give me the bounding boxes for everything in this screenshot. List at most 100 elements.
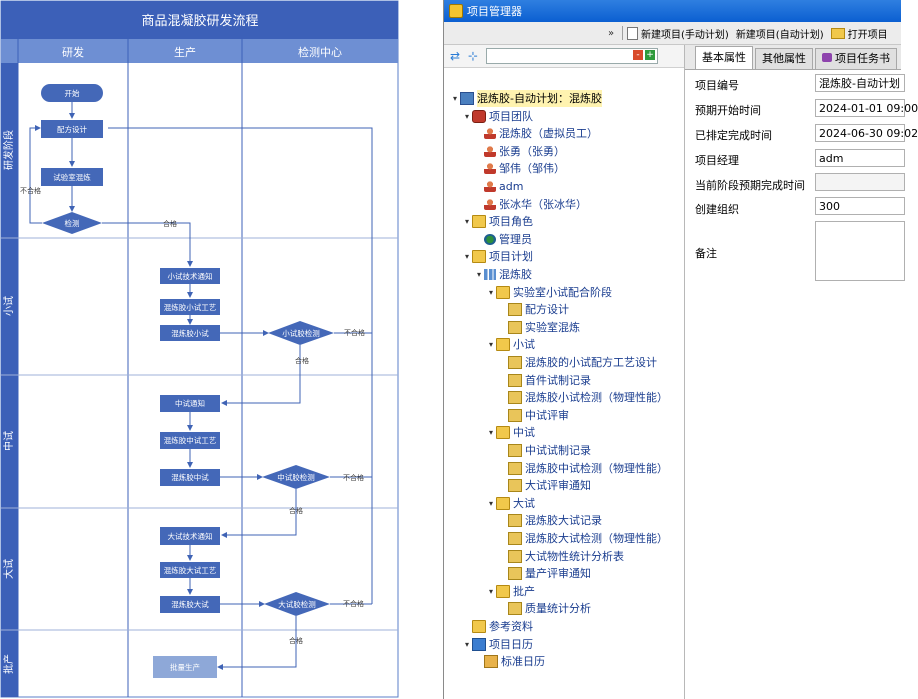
mid-trial-node-label: 混炼胶中试 bbox=[171, 472, 209, 482]
person-icon bbox=[484, 128, 496, 140]
tree-node[interactable]: 实验室混炼 bbox=[498, 319, 580, 336]
tree-node[interactable]: 大试评审通知 bbox=[498, 477, 591, 494]
charter-icon bbox=[822, 53, 832, 62]
tree-node-label: 混炼胶大试记录 bbox=[525, 514, 602, 528]
tree-node[interactable]: 混炼胶的小试配方工艺设计 bbox=[498, 354, 657, 371]
tree-node[interactable]: 配方设计 bbox=[498, 301, 569, 318]
mass-production-node bbox=[153, 656, 217, 678]
tree-node[interactable]: ▾混炼胶-自动计划：混炼胶 bbox=[450, 90, 602, 107]
tree-node[interactable]: 混炼胶中试检测（物理性能） bbox=[498, 460, 668, 477]
tree-node[interactable]: 质量统计分析 bbox=[498, 600, 591, 617]
tree-node[interactable]: 混炼胶大试记录 bbox=[498, 512, 602, 529]
big-check-decision bbox=[264, 592, 330, 616]
big-process-node bbox=[160, 562, 220, 578]
folder-icon bbox=[496, 285, 510, 299]
tree-node[interactable]: ▾大试 bbox=[486, 495, 535, 512]
column-header-production: 生产 bbox=[174, 45, 196, 59]
scheduled-finish-field[interactable]: 2024-06-30 09:02 bbox=[815, 124, 918, 142]
tree-node[interactable]: 量产评审通知 bbox=[498, 565, 591, 582]
tab-project-charter[interactable]: 项目任务书 bbox=[815, 48, 897, 69]
task-icon bbox=[508, 303, 522, 317]
tree-node[interactable]: 参考资料 bbox=[462, 618, 533, 635]
toolbar-separator bbox=[622, 26, 623, 40]
folder-icon bbox=[496, 426, 510, 440]
tree-node[interactable]: 张冰华（张冰华） bbox=[474, 196, 587, 213]
expand-all-icon[interactable]: + bbox=[645, 50, 655, 60]
expand-arrow-icon[interactable]: ▾ bbox=[488, 287, 493, 297]
toolbar-overflow-icon[interactable]: » bbox=[607, 27, 615, 39]
tree-node-label: 实验室混炼 bbox=[525, 320, 580, 334]
project-code-field[interactable]: 混炼胶-自动计划 bbox=[815, 74, 905, 92]
expand-arrow-icon[interactable]: ▾ bbox=[476, 270, 481, 279]
tree-node[interactable]: 大试物性统计分析表 bbox=[498, 548, 624, 565]
mid-check-decision bbox=[262, 465, 330, 489]
mid-check-decision-label: 中试胶检测 bbox=[277, 472, 315, 482]
tree-node[interactable]: 管理员 bbox=[474, 231, 532, 248]
expand-arrow-icon[interactable]: ▾ bbox=[488, 340, 493, 350]
tree-node[interactable]: 张勇（张勇） bbox=[474, 143, 565, 160]
expand-arrow-icon[interactable]: ▾ bbox=[488, 498, 493, 508]
tree-node-label: 参考资料 bbox=[489, 620, 533, 633]
tree-node-label: 项目计划 bbox=[489, 250, 533, 264]
expand-arrow-icon[interactable]: ▾ bbox=[464, 111, 469, 121]
small-trial-node bbox=[160, 325, 220, 341]
expected-start-field[interactable]: 2024-01-01 09:00 bbox=[815, 99, 918, 117]
task-icon bbox=[508, 461, 522, 475]
expand-arrow-icon[interactable]: ▾ bbox=[464, 252, 469, 262]
tree-node[interactable]: ▾中试 bbox=[486, 424, 535, 441]
expand-arrow-icon[interactable]: ▾ bbox=[488, 586, 493, 596]
project-manager-field[interactable]: adm bbox=[815, 149, 905, 167]
tree-node[interactable]: 邹伟（邹伟） bbox=[474, 160, 565, 177]
tree-search-input[interactable]: - + bbox=[486, 48, 658, 64]
tree-node[interactable]: 混炼胶大试检测（物理性能） bbox=[498, 530, 668, 547]
tree-node-label: 批产 bbox=[513, 584, 535, 598]
tree-node[interactable]: ▾ 项目计划 bbox=[462, 248, 533, 265]
remark-field[interactable] bbox=[815, 221, 905, 281]
task-icon bbox=[508, 391, 522, 405]
phase-finish-field[interactable] bbox=[815, 173, 905, 191]
tree-node[interactable]: adm bbox=[474, 178, 523, 195]
expand-arrow-icon[interactable]: ▾ bbox=[452, 94, 457, 103]
tree-node[interactable]: ▾ 批产 bbox=[486, 583, 535, 600]
open-project-button[interactable]: 打开项目 bbox=[830, 26, 888, 41]
refresh-icon[interactable]: ⇄ bbox=[449, 49, 461, 63]
expand-arrow-icon[interactable]: ▾ bbox=[464, 639, 469, 649]
big-check-decision-label: 大试胶检测 bbox=[278, 599, 316, 609]
tab-basic-properties[interactable]: 基本属性 bbox=[695, 46, 753, 69]
tree-node-label: adm bbox=[499, 180, 524, 193]
tree-node[interactable]: ▾实验室小试配合阶段 bbox=[486, 284, 612, 301]
tree-node[interactable]: 混炼胶（虚拟员工） bbox=[474, 125, 598, 142]
tree-node[interactable]: 中试评审 bbox=[498, 407, 569, 424]
new-project-auto-button[interactable]: 新建项目(自动计划) bbox=[736, 26, 824, 41]
new-project-auto-label: 新建项目(自动计划) bbox=[735, 29, 824, 41]
collapse-all-icon[interactable]: - bbox=[633, 50, 643, 60]
small-check-decision bbox=[268, 321, 334, 345]
remark-label: 备注 bbox=[695, 247, 717, 260]
tree-node[interactable]: ▾混炼胶 bbox=[474, 266, 532, 283]
tree-node[interactable]: ▾项目团队 bbox=[462, 108, 533, 125]
start-node bbox=[41, 84, 103, 102]
tree-node-label: 项目角色 bbox=[489, 215, 533, 229]
start-node-label: 开始 bbox=[65, 88, 80, 98]
creating-org-field[interactable]: 300 bbox=[815, 197, 905, 215]
phase-finish-label: 当前阶段预期完成时间 bbox=[695, 179, 805, 192]
tab-other-properties[interactable]: 其他属性 bbox=[755, 48, 813, 69]
tree-node[interactable]: ▾小试 bbox=[486, 336, 535, 353]
new-project-manual-button[interactable]: 新建项目(手动计划) bbox=[627, 26, 729, 41]
task-icon bbox=[508, 567, 522, 581]
tree-node-label: 管理员 bbox=[499, 232, 532, 246]
edge-label-fail-2: 不合格 bbox=[344, 328, 365, 337]
mid-process-node bbox=[160, 432, 220, 449]
window-titlebar[interactable]: 项目管理器 bbox=[444, 0, 901, 22]
tree-node[interactable]: ▾ 项目角色 bbox=[462, 213, 533, 230]
locate-icon[interactable]: ⊹ bbox=[467, 49, 479, 63]
tree-node[interactable]: 首件试制记录 bbox=[498, 372, 591, 389]
tree-node[interactable]: 混炼胶小试检测（物理性能） bbox=[498, 389, 668, 406]
tree-node[interactable]: 标准日历 bbox=[474, 653, 545, 670]
expand-arrow-icon[interactable]: ▾ bbox=[464, 217, 469, 227]
expand-arrow-icon[interactable]: ▾ bbox=[488, 428, 493, 438]
tree-node[interactable]: 中试试制记录 bbox=[498, 442, 591, 459]
tree-node[interactable]: ▾项目日历 bbox=[462, 636, 533, 653]
new-project-manual-label: 新建项目(手动计划) bbox=[641, 29, 729, 41]
new-document-icon bbox=[627, 26, 638, 40]
